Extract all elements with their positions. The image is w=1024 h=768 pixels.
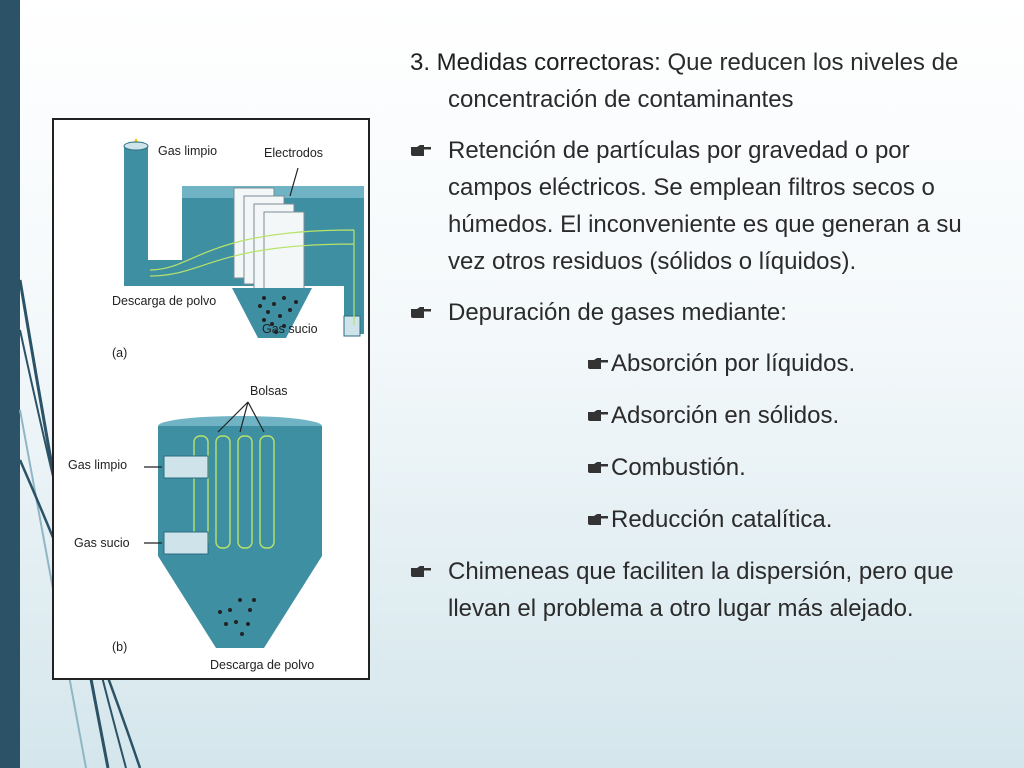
bullet-depuracion: Depuración de gases mediante:	[410, 294, 990, 331]
bullet-text: Chimeneas que faciliten la dispersión, p…	[448, 558, 954, 622]
heading-bold: 3. Medidas correctoras:	[410, 49, 661, 76]
right-hand-icon	[411, 145, 431, 156]
sub-bullet-text: Combustión.	[611, 454, 746, 481]
filter-diagram: Gas limpio Electrodos Descarga de polvo …	[52, 118, 370, 680]
slide-heading: 3. Medidas correctoras: Que reducen los …	[410, 44, 990, 118]
bullet-text: Retención de partículas por gravedad o p…	[448, 137, 962, 275]
right-hand-icon	[411, 307, 431, 318]
heading-rest: Que reducen los niveles de concentración…	[448, 49, 959, 113]
sub-bullet-adsorcion: Adsorción en sólidos.	[410, 397, 990, 434]
sub-bullet-absorcion: Absorción por líquidos.	[410, 345, 990, 382]
label-tag-a: (a)	[112, 346, 128, 360]
label-electrodos: Electrodos	[264, 146, 324, 160]
bullet-chimeneas: Chimeneas que faciliten la dispersión, p…	[410, 553, 990, 627]
sub-bullet-text: Absorción por líquidos.	[611, 350, 856, 377]
right-hand-icon	[588, 358, 608, 369]
right-hand-icon	[588, 462, 608, 473]
label-bolsas: Bolsas	[250, 384, 288, 398]
bullet-text: Depuración de gases mediante:	[448, 299, 787, 326]
label-descarga-a: Descarga de polvo	[112, 294, 217, 308]
bullet-retencion: Retención de partículas por gravedad o p…	[410, 132, 990, 280]
label-gas-sucio-b: Gas sucio	[74, 536, 130, 550]
label-descarga-b: Descarga de polvo	[210, 658, 315, 672]
label-gas-sucio-a: Gas sucio	[262, 322, 318, 336]
sub-bullet-combustion: Combustión.	[410, 449, 990, 486]
label-gas-limpio-b: Gas limpio	[68, 458, 128, 472]
right-hand-icon	[588, 514, 608, 525]
diagram-drawing	[123, 138, 364, 648]
slide-content: 3. Medidas correctoras: Que reducen los …	[410, 44, 990, 641]
sub-bullet-text: Reducción catalítica.	[611, 506, 833, 533]
label-gas-limpio-a: Gas limpio	[158, 144, 218, 158]
sub-bullet-text: Adsorción en sólidos.	[611, 402, 840, 429]
right-hand-icon	[588, 410, 608, 421]
label-tag-b: (b)	[112, 640, 128, 654]
accent-bar	[0, 0, 20, 768]
right-hand-icon	[411, 566, 431, 577]
sub-bullet-reduccion: Reducción catalítica.	[410, 501, 990, 538]
